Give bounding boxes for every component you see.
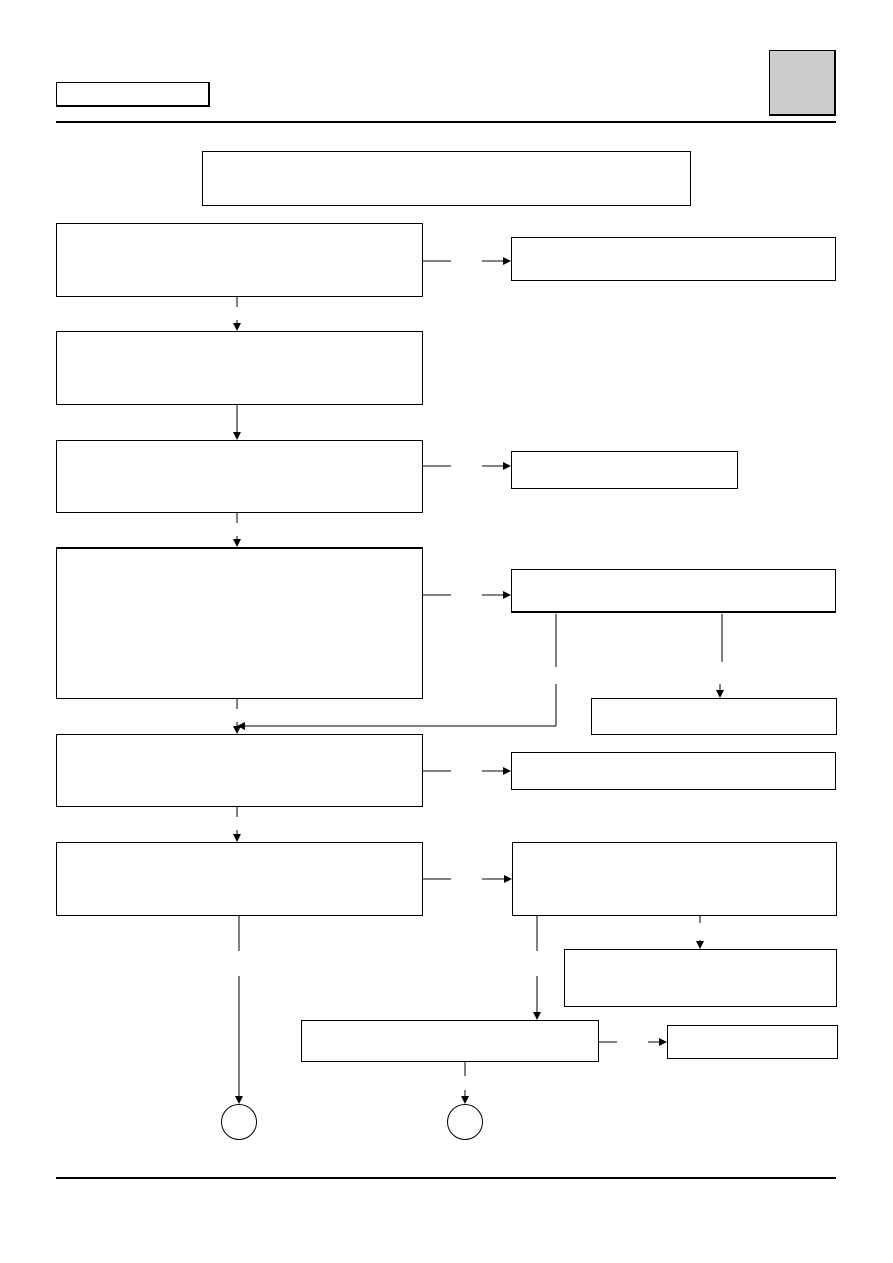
step-box-3 — [56, 440, 423, 513]
outcome-box-6a — [667, 1025, 838, 1059]
outcome-box-6 — [301, 1020, 599, 1062]
outcome-box-4 — [511, 752, 836, 790]
title-box — [202, 151, 691, 206]
header-label-box — [56, 82, 210, 107]
footer-rule — [56, 1177, 836, 1179]
step-box-4 — [56, 547, 423, 699]
connector-circle-1 — [221, 1104, 257, 1140]
header-rule — [56, 121, 836, 123]
step-box-5 — [56, 734, 423, 807]
step-box-1 — [56, 223, 423, 297]
outcome-box-3a — [591, 698, 837, 735]
step-box-6 — [56, 842, 423, 916]
outcome-box-1 — [511, 237, 836, 281]
outcome-box-2 — [511, 451, 738, 489]
connector-circle-2 — [447, 1104, 483, 1140]
step-box-2 — [56, 331, 423, 405]
section-tab — [769, 50, 836, 116]
outcome-box-5a — [564, 949, 837, 1007]
outcome-box-3 — [511, 569, 836, 613]
outcome-box-5 — [512, 842, 837, 916]
